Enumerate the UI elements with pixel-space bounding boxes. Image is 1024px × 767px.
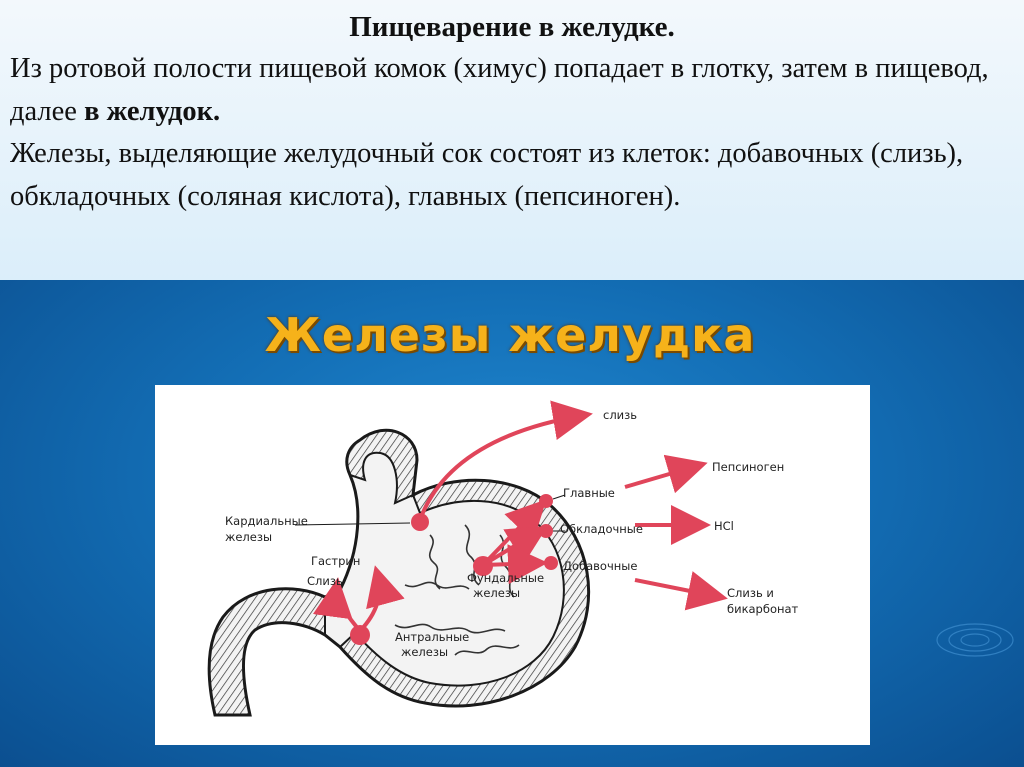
label-fundic-1: Фундальные [467, 571, 544, 585]
label-gastrin: Гастрин [311, 554, 360, 568]
label-chief: Главные [563, 486, 615, 500]
stomach-figure: слизь Пепсиноген HCl Слизь и бикарбонат … [155, 385, 870, 745]
water-ripple-decoration [920, 600, 1020, 680]
duodenum [209, 589, 325, 715]
label-hcl: HCl [714, 519, 734, 533]
label-mucus-bicarb-1: Слизь и [727, 586, 774, 600]
paragraph-2: Железы, выделяющие желудочный сок состоя… [10, 133, 1014, 218]
text-panel: Пищеварение в желудке. Из ротовой полост… [0, 0, 1024, 280]
label-accessory: Добавочные [563, 559, 637, 573]
dot-accessory [544, 556, 558, 570]
figure-heading: Железы желудка [180, 308, 840, 362]
dot-chief [539, 494, 553, 508]
label-pepsinogen: Пепсиноген [712, 460, 784, 474]
label-mucus-left: Слизь [307, 574, 343, 588]
label-cardiac-2: железы [225, 530, 272, 544]
paragraph-1: Из ротовой полости пищевой комок (химус)… [10, 48, 1014, 133]
arrow-pepsinogen [625, 465, 700, 487]
label-antral-1: Антральные [395, 630, 469, 644]
dot-antral [350, 625, 370, 645]
label-fundic-2: железы [473, 586, 520, 600]
label-cardiac-1: Кардиальные [225, 514, 308, 528]
dot-cardiac [411, 513, 429, 531]
stomach-diagram: слизь Пепсиноген HCl Слизь и бикарбонат … [155, 385, 870, 745]
label-mucus-bicarb-2: бикарбонат [727, 602, 799, 616]
paragraph-1-bold: в желудок. [84, 96, 220, 127]
label-mucus-top: слизь [603, 408, 637, 422]
label-antral-2: железы [401, 645, 448, 659]
dot-parietal [539, 524, 553, 538]
label-parietal: Обкладочные [560, 522, 643, 536]
arrow-bicarb [635, 580, 720, 597]
slide-title: Пищеварение в желудке. [10, 6, 1014, 48]
